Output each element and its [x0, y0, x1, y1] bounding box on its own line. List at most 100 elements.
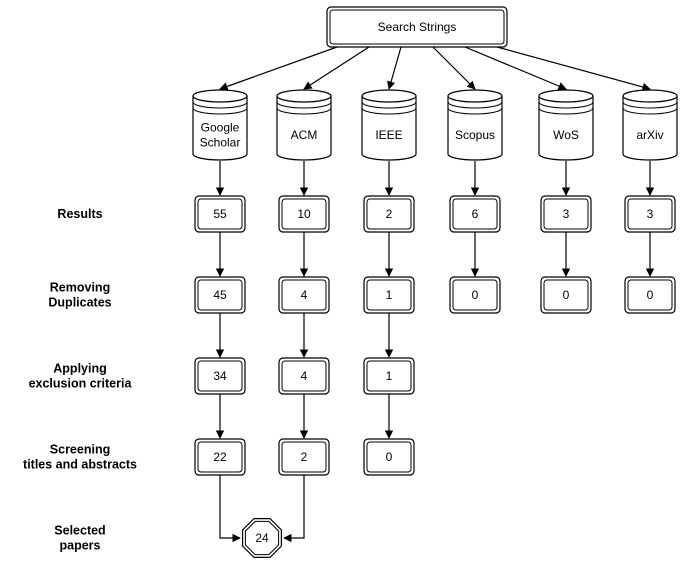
database-label: WoS [553, 128, 579, 142]
stage-label: titles and abstracts [23, 458, 137, 472]
count-box [449, 195, 501, 233]
count-box-outer [278, 438, 330, 476]
stage-label: papers [60, 539, 101, 553]
count-box-inner [366, 198, 412, 230]
stage-label: Screening [50, 443, 110, 457]
count-value: 6 [472, 207, 479, 221]
count-box [363, 276, 415, 314]
count-box [194, 276, 246, 314]
count-box [278, 357, 330, 395]
database-label: ACM [291, 128, 318, 142]
count-value: 3 [647, 207, 654, 221]
database-cylinder: ACM [276, 89, 332, 161]
edge-root-to-database [496, 46, 651, 92]
count-box-inner [197, 441, 243, 473]
database-cylinder-body [538, 96, 594, 161]
selected-papers-value: 24 [255, 531, 269, 545]
count-value: 2 [386, 207, 393, 221]
edge-root-to-database [432, 46, 476, 90]
count-box [540, 195, 592, 233]
selected-papers-outer [242, 517, 282, 559]
count-box-inner [366, 279, 412, 311]
count-value: 1 [386, 288, 393, 302]
count-box [194, 195, 246, 233]
count-box-outer [278, 357, 330, 395]
database-cylinder-ring [622, 107, 678, 115]
count-box-inner [627, 198, 673, 230]
stage-label: Applying [53, 362, 106, 376]
count-box-inner [366, 441, 412, 473]
count-value: 2 [301, 450, 308, 464]
count-value: 45 [213, 288, 227, 302]
count-box [194, 357, 246, 395]
count-box-outer [363, 438, 415, 476]
count-box-inner [627, 279, 673, 311]
database-cylinder-body [192, 96, 248, 161]
database-cylinder: WoS [538, 89, 594, 161]
count-value: 0 [563, 288, 570, 302]
count-value: 3 [563, 207, 570, 221]
count-box-outer [363, 195, 415, 233]
database-cylinder-top [538, 89, 594, 103]
count-box-outer [278, 276, 330, 314]
count-box [363, 195, 415, 233]
count-box-inner [281, 360, 327, 392]
count-box-inner [197, 360, 243, 392]
count-box-outer [194, 195, 246, 233]
count-box-outer [624, 195, 676, 233]
database-cylinder-top [192, 89, 248, 103]
edge-to-selected-papers [219, 475, 241, 543]
database-label: Scholar [200, 136, 241, 150]
count-box-inner [197, 279, 243, 311]
count-box-outer [624, 276, 676, 314]
count-box [363, 438, 415, 476]
database-cylinder-body [447, 96, 503, 161]
count-box-outer [540, 276, 592, 314]
database-cylinder-top [361, 89, 417, 103]
database-cylinder: IEEE [361, 89, 417, 161]
count-value: 0 [647, 288, 654, 302]
database-cylinder-top [447, 89, 503, 103]
stage-label: Selected [54, 524, 105, 538]
count-box-outer [449, 195, 501, 233]
count-value: 1 [386, 369, 393, 383]
edge-root-to-database [387, 46, 402, 90]
database-cylinder-ring [538, 107, 594, 115]
edge-to-selected-papers [283, 475, 305, 543]
database-cylinder: Scopus [447, 89, 503, 161]
database-label: Google [201, 121, 240, 135]
database-cylinder-ring [447, 107, 503, 115]
search-strings-label: Search Strings [378, 20, 457, 34]
count-box [363, 357, 415, 395]
database-cylinder-ring [447, 101, 503, 109]
database-cylinder-ring [538, 101, 594, 109]
count-box-inner [543, 198, 589, 230]
count-box-inner [452, 279, 498, 311]
count-box [624, 276, 676, 314]
count-box-inner [281, 279, 327, 311]
database-cylinder-top [276, 89, 332, 103]
selected-papers-node: 24 [242, 517, 282, 559]
count-value: 4 [301, 288, 308, 302]
database-label: arXiv [636, 128, 663, 142]
search-strings-node-outer [326, 6, 508, 48]
database-cylinder-ring [276, 107, 332, 115]
stage-label: Duplicates [48, 296, 111, 310]
count-box-outer [363, 276, 415, 314]
count-box [194, 438, 246, 476]
count-box-outer [194, 276, 246, 314]
database-cylinder-body [361, 96, 417, 161]
edge-root-to-database [219, 46, 338, 91]
count-box-outer [194, 438, 246, 476]
stage-label: Removing [50, 281, 110, 295]
count-box [540, 276, 592, 314]
database-label: IEEE [375, 128, 402, 142]
database-cylinder-body [276, 96, 332, 161]
count-box-inner [366, 360, 412, 392]
database-cylinder: arXiv [622, 89, 678, 161]
database-cylinder-body [622, 96, 678, 161]
count-box-outer [540, 195, 592, 233]
